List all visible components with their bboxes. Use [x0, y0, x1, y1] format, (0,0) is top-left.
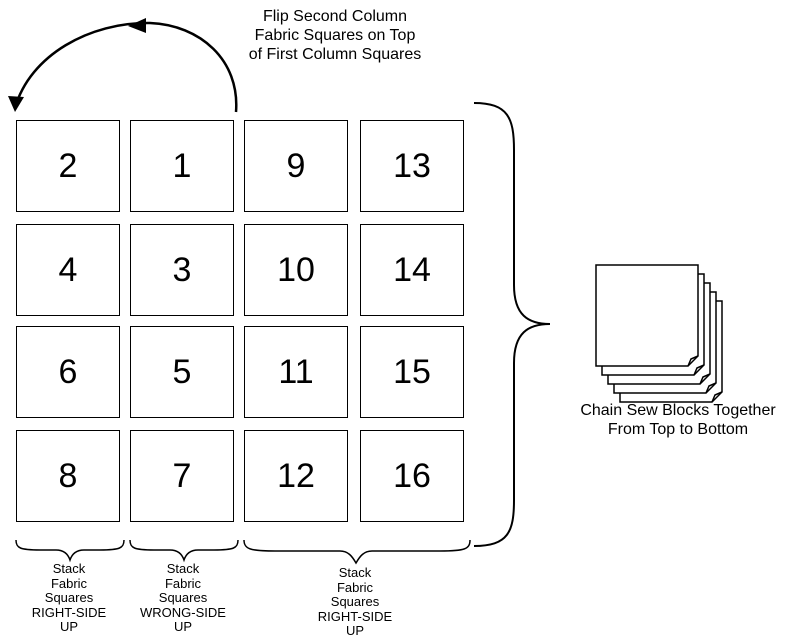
fabric-square: 7: [130, 430, 234, 522]
stack-brace-2: [129, 539, 239, 563]
fabric-square: 11: [244, 326, 348, 418]
fabric-square: 10: [244, 224, 348, 316]
stack-label-columns-3-4: Stack Fabric Squares RIGHT-SIDE UP: [317, 565, 393, 639]
stack-brace-3: [243, 539, 471, 565]
flip-arrow-head-left: [8, 96, 24, 112]
stacked-block-top: [595, 264, 699, 367]
stack-brace-1: [15, 539, 125, 563]
fabric-square: 16: [360, 430, 464, 522]
fabric-square: 1: [130, 120, 234, 212]
fabric-square: 2: [16, 120, 120, 212]
fabric-square: 8: [16, 430, 120, 522]
flip-instruction-note: Flip Second Column Fabric Squares on Top…: [248, 8, 422, 63]
stack-label-column-1: Stack Fabric Squares RIGHT-SIDE UP: [31, 561, 107, 635]
chain-sew-note: Chain Sew Blocks Together From Top to Bo…: [580, 402, 776, 438]
fabric-square: 5: [130, 326, 234, 418]
fabric-square: 12: [244, 430, 348, 522]
fabric-square: 3: [130, 224, 234, 316]
fabric-square: 13: [360, 120, 464, 212]
fabric-square: 9: [244, 120, 348, 212]
flip-arrow-head-top: [128, 18, 146, 33]
stack-label-column-2: Stack Fabric Squares WRONG-SIDE UP: [140, 561, 226, 635]
fabric-square: 4: [16, 224, 120, 316]
fabric-square: 14: [360, 224, 464, 316]
grid-brace: [473, 102, 551, 547]
fabric-square: 6: [16, 326, 120, 418]
flip-arrow: [13, 21, 238, 113]
stacked-blocks: [595, 264, 723, 403]
fabric-square: 15: [360, 326, 464, 418]
